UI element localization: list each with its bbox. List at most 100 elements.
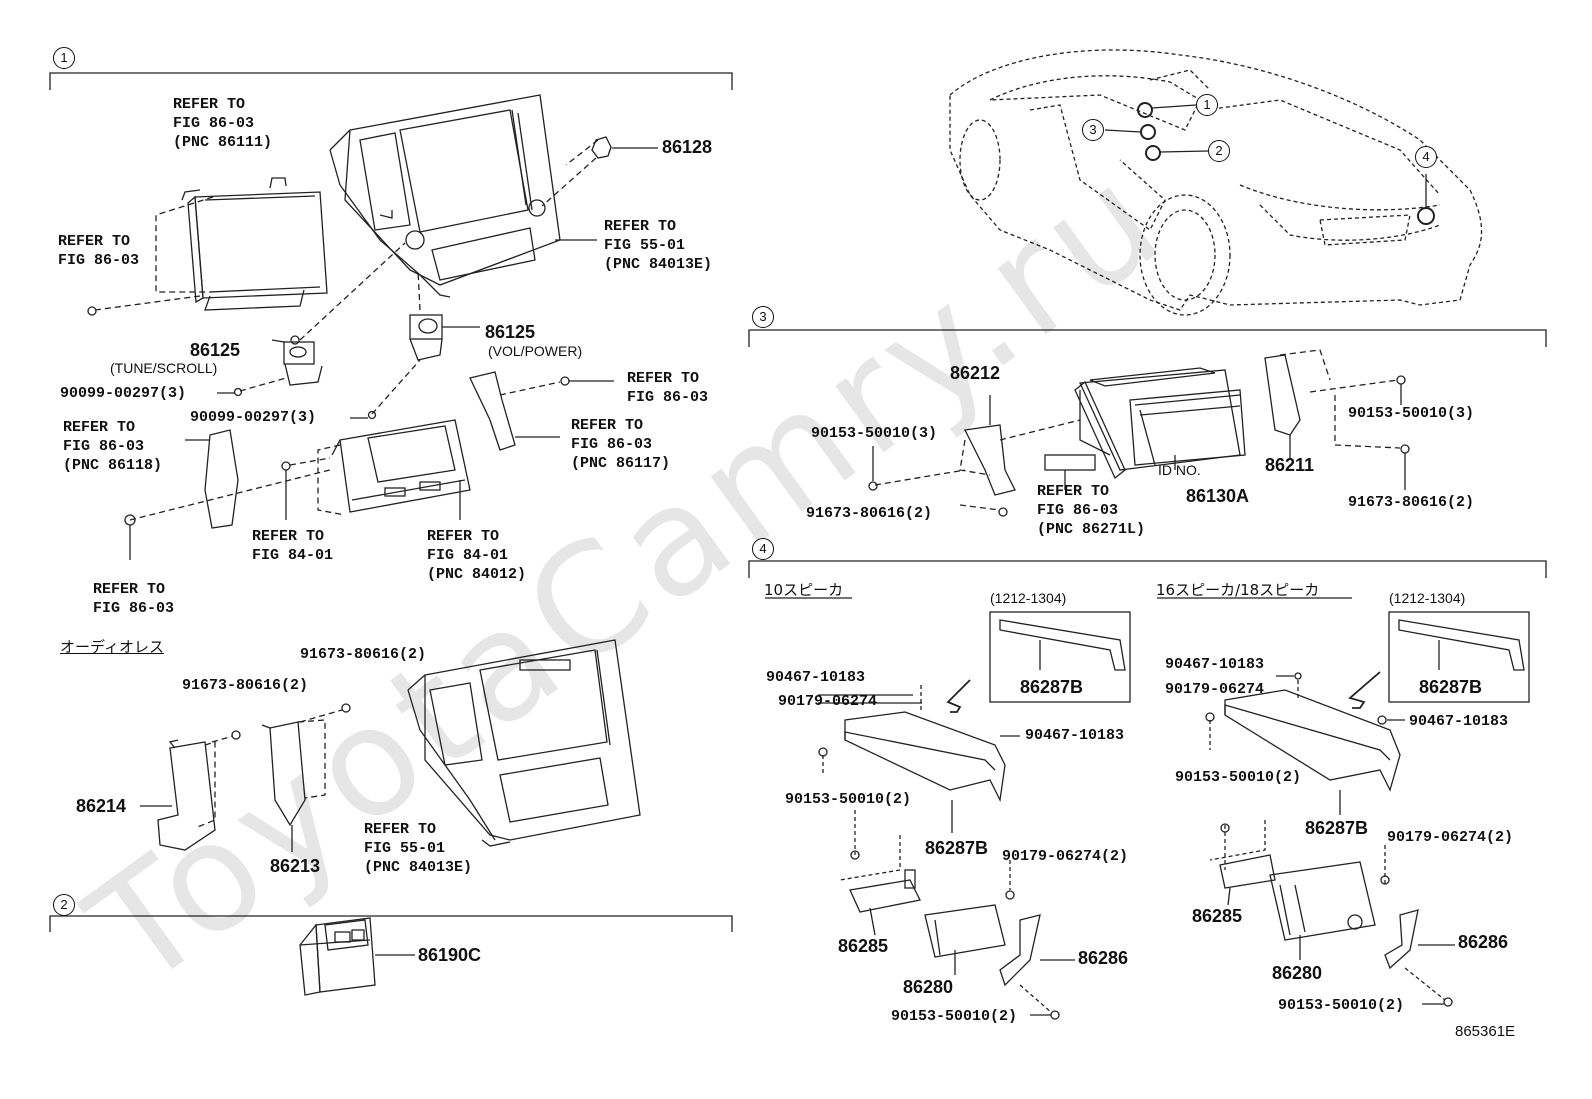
audioless-title: オーディオレス [60, 638, 164, 656]
bracket-86285-left [849, 879, 921, 913]
bracket-86286-left [999, 914, 1041, 987]
r-90467-b: 90467-10183 [1409, 713, 1509, 730]
car-callout-1: 1 [1196, 94, 1218, 116]
speaker-cover-left [844, 711, 1006, 803]
audio-unit-86130a [1074, 367, 1246, 480]
refer-fig-84-01: REFER TO FIG 84-01 [252, 528, 334, 564]
l-86285: 86285 [838, 936, 889, 956]
refer-fig-86-03-left: REFER TO FIG 86-03 [58, 233, 140, 269]
id-no-label: ID NO. [1158, 462, 1201, 478]
bezel-top [329, 94, 561, 298]
screw-vol: 90099-00297(3) [190, 409, 317, 426]
car-callout-2: 2 [1208, 140, 1230, 162]
l-90153-a: 90153-50010(2) [785, 791, 912, 808]
inset-right-panel [1398, 619, 1525, 671]
section-number-2: 2 [53, 894, 75, 916]
bolt-91673-b: 91673-80616(2) [300, 646, 427, 663]
display-unit-86111 [181, 177, 328, 311]
l-90153-b: 90153-50010(2) [891, 1008, 1018, 1025]
r-90467-a: 90467-10183 [1165, 656, 1265, 673]
screw-tune: 90099-00297(3) [60, 385, 187, 402]
screw-90153-b: 90153-50010(3) [1348, 405, 1475, 422]
car-callout-3: 3 [1082, 119, 1104, 141]
bracket-86286-right [1384, 909, 1419, 970]
bracket-right [469, 371, 516, 451]
r-90179-a: 90179-06274 [1165, 681, 1265, 698]
range-right: (1212-1304) [1389, 590, 1466, 606]
amp-86280-left [924, 904, 1006, 958]
section-number-1: 1 [53, 47, 75, 69]
part-86130a: 86130A [1186, 486, 1250, 506]
car-illustration [949, 49, 1483, 316]
refer-pnc-86117: REFER TO FIG 86-03 (PNC 86117) [571, 417, 671, 472]
bracket-86214 [157, 741, 216, 851]
bracket-left [204, 429, 239, 529]
speaker-16-18-title: 16スピーカ/18スピーカ [1156, 581, 1320, 599]
vol-power-label: (VOL/POWER) [488, 343, 583, 359]
part-86125-tune: 86125 [190, 340, 241, 360]
refer-fig-86-03-bottom: REFER TO FIG 86-03 [93, 581, 175, 617]
r-90153-a: 90153-50010(2) [1175, 769, 1302, 786]
inset-left [989, 611, 1131, 703]
section-1-rule [49, 72, 733, 90]
screw-90153-a: 90153-50010(3) [811, 425, 938, 442]
r-90179-b: 90179-06274(2) [1387, 829, 1514, 846]
part-86190c: 86190C [418, 945, 482, 965]
speaker-cover-right [1224, 689, 1401, 792]
bolt-91673-d: 91673-80616(2) [1348, 494, 1475, 511]
l-86286: 86286 [1078, 948, 1129, 968]
part-86212: 86212 [950, 363, 1001, 383]
knob-86128 [591, 136, 612, 159]
l-90179-b: 90179-06274(2) [1002, 848, 1129, 865]
refer-pnc-84013e-top: REFER TO FIG 55-01 (PNC 84013E) [604, 218, 713, 273]
bracket-86271l [1044, 454, 1096, 471]
part-86125-vol: 86125 [485, 322, 536, 342]
l-86287b: 86287B [925, 838, 989, 858]
part-86211: 86211 [1265, 455, 1315, 475]
r-86285: 86285 [1192, 906, 1243, 926]
part-86213: 86213 [270, 856, 321, 876]
bracket-86211 [1264, 354, 1301, 436]
part-86128: 86128 [662, 137, 713, 157]
l-90179-a: 90179-06274 [778, 693, 878, 710]
bezel-bottom [407, 639, 641, 841]
section-number-4: 4 [752, 538, 774, 560]
l-90467-b: 90467-10183 [1025, 727, 1125, 744]
section-2-rule [49, 915, 733, 932]
refer-pnc-84013e-bottom: REFER TO FIG 55-01 (PNC 84013E) [364, 821, 473, 876]
bolt-91673-c: 91673-80616(2) [806, 505, 933, 522]
r-86280: 86280 [1272, 963, 1323, 983]
car-callout-4: 4 [1415, 146, 1437, 168]
bracket-86212 [964, 424, 1016, 496]
inset-left-86287b: 86287B [1020, 677, 1084, 697]
vol-power-switch [409, 314, 443, 361]
amp-86280-right [1269, 861, 1376, 941]
r-86287b: 86287B [1305, 818, 1369, 838]
refer-pnc-86271l: REFER TO FIG 86-03 (PNC 86271L) [1037, 483, 1146, 538]
tune-scroll-switch [283, 335, 323, 386]
section-4-rule [748, 560, 1547, 578]
part-86214: 86214 [76, 796, 127, 816]
section-3-rule [748, 329, 1547, 347]
bolt-91673-a: 91673-80616(2) [182, 677, 309, 694]
bracket-86213 [269, 721, 306, 827]
refer-pnc-84012: REFER TO FIG 84-01 (PNC 84012) [427, 528, 527, 583]
l-90467-a: 90467-10183 [766, 669, 866, 686]
figure-code: 865361E [1455, 1023, 1516, 1040]
tune-scroll-label: (TUNE/SCROLL) [110, 360, 218, 376]
inset-right-86287b: 86287B [1419, 677, 1483, 697]
speaker-10-title: 10スピーカ [764, 581, 844, 599]
l-86280: 86280 [903, 977, 954, 997]
climate-panel [331, 419, 471, 513]
switch-86190c [299, 917, 376, 996]
r-86286: 86286 [1458, 932, 1509, 952]
inset-left-panel [999, 619, 1126, 671]
r-90153-b: 90153-50010(2) [1278, 997, 1405, 1014]
bracket-86285-right [1219, 854, 1276, 889]
refer-fig-86-03-right: REFER TO FIG 86-03 [627, 370, 709, 406]
refer-pnc-86118: REFER TO FIG 86-03 (PNC 86118) [63, 419, 163, 474]
section-number-3: 3 [752, 306, 774, 328]
refer-pnc-86111: REFER TO FIG 86-03 (PNC 86111) [173, 96, 273, 151]
